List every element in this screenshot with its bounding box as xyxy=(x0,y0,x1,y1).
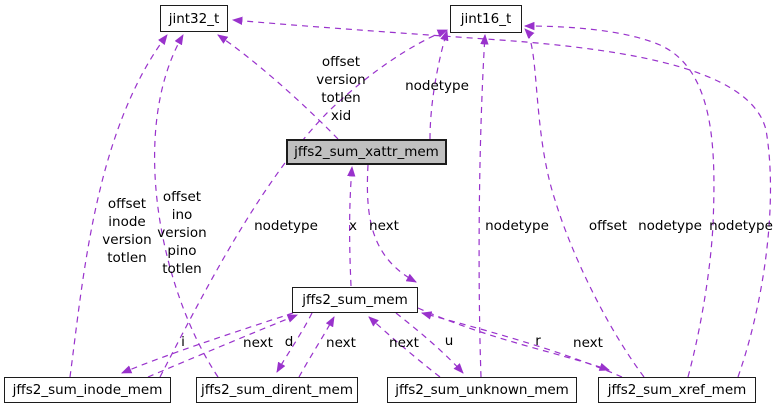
edge-unknown-to-jint16 xyxy=(478,33,489,378)
edge-sum-to-inode xyxy=(121,312,294,374)
node-jffs2-sum-inode-mem[interactable]: jffs2_sum_inode_mem xyxy=(4,377,171,403)
node-jffs2-sum-dirent-mem[interactable]: jffs2_sum_dirent_mem xyxy=(196,377,358,403)
edge-inode-to-sum xyxy=(147,314,298,378)
node-jint32-t[interactable]: jint32_t xyxy=(160,5,228,32)
edge-xref-to-jint16-right xyxy=(523,21,715,378)
edge-xref-to-jint16-left xyxy=(524,28,645,378)
node-jffs2-sum-xattr-mem: jffs2_sum_xattr_mem xyxy=(286,139,447,165)
node-jint16-t[interactable]: jint16_t xyxy=(450,5,522,33)
edge-unknown-to-sum xyxy=(368,316,441,378)
edge-dirent-to-jint32 xyxy=(154,34,219,378)
edge-dirent-to-sum xyxy=(298,316,335,378)
edge-xref-to-sum xyxy=(420,311,623,378)
edge-inode-to-jint16 xyxy=(159,29,448,378)
node-jffs2-sum-xref-mem[interactable]: jffs2_sum_xref_mem xyxy=(598,377,756,403)
edge-xref-to-jint32 xyxy=(231,16,772,378)
edge-inode-to-jint32 xyxy=(69,34,168,378)
node-jffs2-sum-unknown-mem[interactable]: jffs2_sum_unknown_mem xyxy=(387,377,577,403)
edge-sum-to-unknown xyxy=(395,312,464,374)
edge-xattr-to-jint32 xyxy=(217,34,339,140)
edge-sum-to-xattr xyxy=(347,165,356,287)
node-jffs2-sum-mem[interactable]: jffs2_sum_mem xyxy=(292,287,418,313)
edge-sum-to-dirent xyxy=(276,312,313,373)
edge-xattr-to-sum xyxy=(366,164,417,283)
edge-xattr-to-jint16 xyxy=(429,29,449,140)
